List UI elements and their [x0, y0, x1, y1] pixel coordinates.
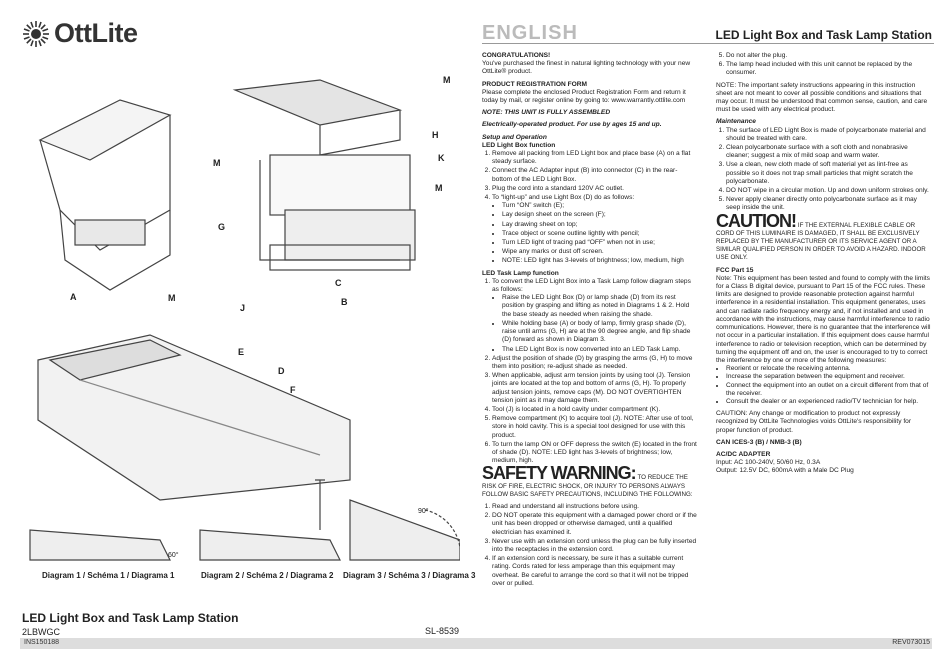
sunburst-icon	[23, 20, 49, 47]
model-number: 2LBWGC	[22, 627, 61, 637]
label-m-1: M	[443, 75, 451, 85]
list-item: To turn the lamp ON or OFF depress the s…	[492, 441, 697, 466]
list-item: The LED Light Box is now converted into …	[502, 346, 697, 354]
logo-wordmark: OttLite	[54, 18, 138, 48]
label-c: C	[335, 278, 342, 288]
divider	[482, 43, 934, 44]
list-item: Lay design sheet on the screen (F);	[502, 211, 697, 219]
label-a: A	[70, 292, 77, 302]
list-item: To convert the LED Light Box into a Task…	[492, 278, 697, 354]
congrats-heading: CONGRATULATIONS!	[482, 52, 551, 59]
list-item: Increase the separation between the equi…	[726, 373, 931, 381]
assembled-note: NOTE: THIS UNIT IS FULLY ASSEMBLED	[482, 109, 611, 117]
label-m-4: M	[168, 293, 176, 303]
list-item: Turn “ON” switch (E);	[502, 202, 697, 210]
sl-number: SL-8539	[425, 626, 460, 636]
list-item: While holding base (A) or body of lamp, …	[502, 320, 697, 345]
list-item: Never apply cleaner directly onto polyca…	[726, 196, 931, 212]
list-item: The lamp head included with this unit ca…	[726, 61, 931, 77]
safety-warning-heading: SAFETY WARNING:	[482, 463, 637, 484]
diagram-1-caption: Diagram 1 / Schéma 1 / Diagrama 1	[42, 571, 175, 580]
list-item: Lay drawing sheet on top;	[502, 221, 697, 229]
list-item: Consult the dealer or an experienced rad…	[726, 398, 931, 406]
list-item: Connect the equipment into an outlet on …	[726, 382, 931, 398]
safety-note: NOTE: The important safety instructions …	[716, 81, 928, 114]
safety-steps: Read and understand all instructions bef…	[482, 503, 697, 588]
congrats-text: You've purchased the finest in natural l…	[482, 60, 691, 76]
label-m-3: M	[435, 183, 443, 193]
safety-steps-continued: Do not alter the plug. The lamp head inc…	[716, 52, 931, 78]
lamp-steps: To convert the LED Light Box into a Task…	[482, 278, 697, 465]
list-item: When applicable, adjust arm tension join…	[492, 372, 697, 405]
registration-heading: PRODUCT REGISTRATION FORM	[482, 80, 588, 88]
diagram-3-caption: Diagram 3 / Schéma 3 / Diagrama 3	[343, 571, 476, 580]
caution-modification: CAUTION: Any change or modification to p…	[716, 410, 912, 434]
label-b: B	[341, 297, 348, 307]
list-item: Wipe any marks or dust off screen.	[502, 248, 697, 256]
electrical-note: Electrically-operated product. For use b…	[482, 121, 662, 129]
list-item: Turn LED light of tracing pad “OFF” when…	[502, 239, 697, 247]
list-item: To “light-up” and use Light Box (D) do a…	[492, 194, 697, 266]
list-item: DO NOT wipe in a circular motion. Up and…	[726, 187, 931, 195]
list-item: Do not alter the plug.	[726, 52, 931, 60]
list-item: Adjust the position of shade (D) by gras…	[492, 355, 697, 371]
list-item: Use a clean, new cloth made of soft mate…	[726, 161, 931, 186]
angle-90: 90°	[418, 508, 429, 515]
label-h: H	[432, 130, 439, 140]
label-d: D	[278, 366, 285, 376]
lamp-heading: LED Task Lamp function	[482, 269, 559, 277]
instructions-column-2: Do not alter the plug. The lamp head inc…	[716, 52, 931, 632]
adapter-heading: AC/DC ADAPTER	[716, 450, 771, 458]
list-item: Clean polycarbonate surface with a soft …	[726, 144, 931, 160]
list-item: Connect the AC Adapter input (B) into co…	[492, 167, 697, 183]
instructions-column-1: CONGRATULATIONS!You've purchased the fin…	[482, 52, 697, 632]
list-item: Read and understand all instructions bef…	[492, 503, 697, 511]
fcc-measures: Reorient or relocate the receiving anten…	[716, 365, 931, 406]
list-item: Trace object or scene outline lightly wi…	[502, 230, 697, 238]
label-j: J	[240, 303, 246, 313]
list-item: Never use with an extension cord unless …	[492, 538, 697, 554]
list-item: Remove compartment (K) to acquire tool (…	[492, 415, 697, 440]
registration-text: Please complete the enclosed Product Reg…	[482, 88, 686, 105]
list-item: The surface of LED Light Box is made of …	[726, 127, 931, 143]
label-e: E	[238, 347, 245, 357]
list-item: DO NOT operate this equipment with a dam…	[492, 512, 697, 537]
diagram-2-caption: Diagram 2 / Schéma 2 / Diagrama 2	[201, 571, 334, 580]
angle-60: 60°	[168, 552, 179, 559]
list-item: Reorient or relocate the receiving anten…	[726, 365, 931, 373]
footer-title: LED Light Box and Task Lamp Station	[22, 611, 239, 625]
maintenance-steps: The surface of LED Light Box is made of …	[716, 127, 931, 213]
product-illustrations	[29, 79, 460, 561]
list-item: Tool (J) is located in a hold cavity und…	[492, 406, 697, 414]
safety-warning-text: TO REDUCE THE RISK OF FIRE, ELECTRIC SHO…	[482, 474, 693, 498]
setup-heading: Setup and Operation	[482, 133, 547, 141]
caution-text: IF THE EXTERNAL FLEXIBLE CABLE OR CORD O…	[716, 221, 926, 262]
label-f: F	[290, 385, 296, 395]
ottlite-logo: OttLite	[22, 18, 138, 49]
lightbox-steps: Remove all packing from LED Light box an…	[482, 150, 697, 266]
label-g: G	[218, 222, 226, 232]
lightbox-heading: LED Light Box function	[482, 141, 556, 149]
ices-compliance: CAN ICES-3 (B) / NMB-3 (B)	[716, 438, 802, 446]
maintenance-heading: Maintenance	[716, 118, 756, 126]
list-item: If an extension cord is necessary, be su…	[492, 555, 697, 588]
fcc-heading: FCC Part 15	[716, 266, 754, 274]
adapter-input: Input: AC 100-240V, 50/60 Hz, 0.3A	[716, 459, 821, 467]
fcc-text: Note: This equipment has been tested and…	[716, 274, 931, 364]
list-item: Raise the LED Light Box (D) or lamp shad…	[502, 294, 697, 319]
footer-bar	[20, 638, 932, 649]
language-heading: ENGLISH	[482, 22, 578, 44]
list-item: Remove all packing from LED Light box an…	[492, 150, 697, 166]
adapter-output: Output: 12.5V DC, 600mA with a Male DC P…	[716, 467, 854, 475]
caution-heading: CAUTION!	[716, 210, 797, 231]
revision-code: REV073015	[892, 639, 930, 646]
list-item: NOTE: LED light has 3-levels of brightne…	[502, 257, 697, 265]
list-item: Plug the cord into a standard 120V AC ou…	[492, 185, 697, 193]
label-k: K	[438, 153, 445, 163]
label-m-2: M	[213, 158, 221, 168]
page-title: LED Light Box and Task Lamp Station	[715, 28, 932, 42]
ins-code: INS150188	[24, 639, 60, 646]
